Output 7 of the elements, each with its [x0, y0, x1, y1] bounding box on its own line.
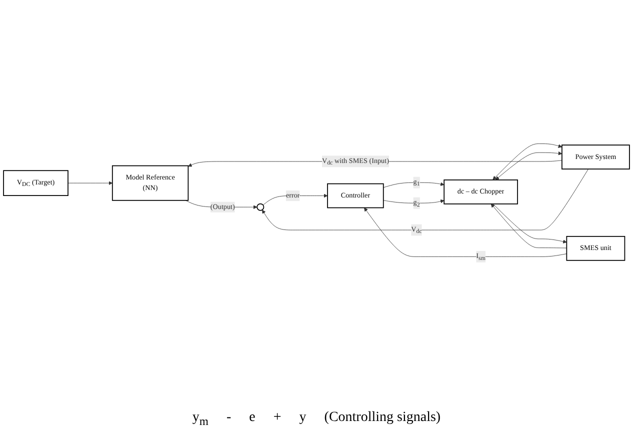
signal-label: y$_{m}$	[192, 410, 208, 428]
signal-label: +	[273, 410, 282, 428]
signal-label: e	[249, 410, 256, 428]
node-circle	[256, 203, 264, 211]
signal-label: -	[226, 410, 232, 428]
signal-label: (Controlling signals)	[324, 410, 441, 428]
signal-label: y	[299, 410, 306, 428]
